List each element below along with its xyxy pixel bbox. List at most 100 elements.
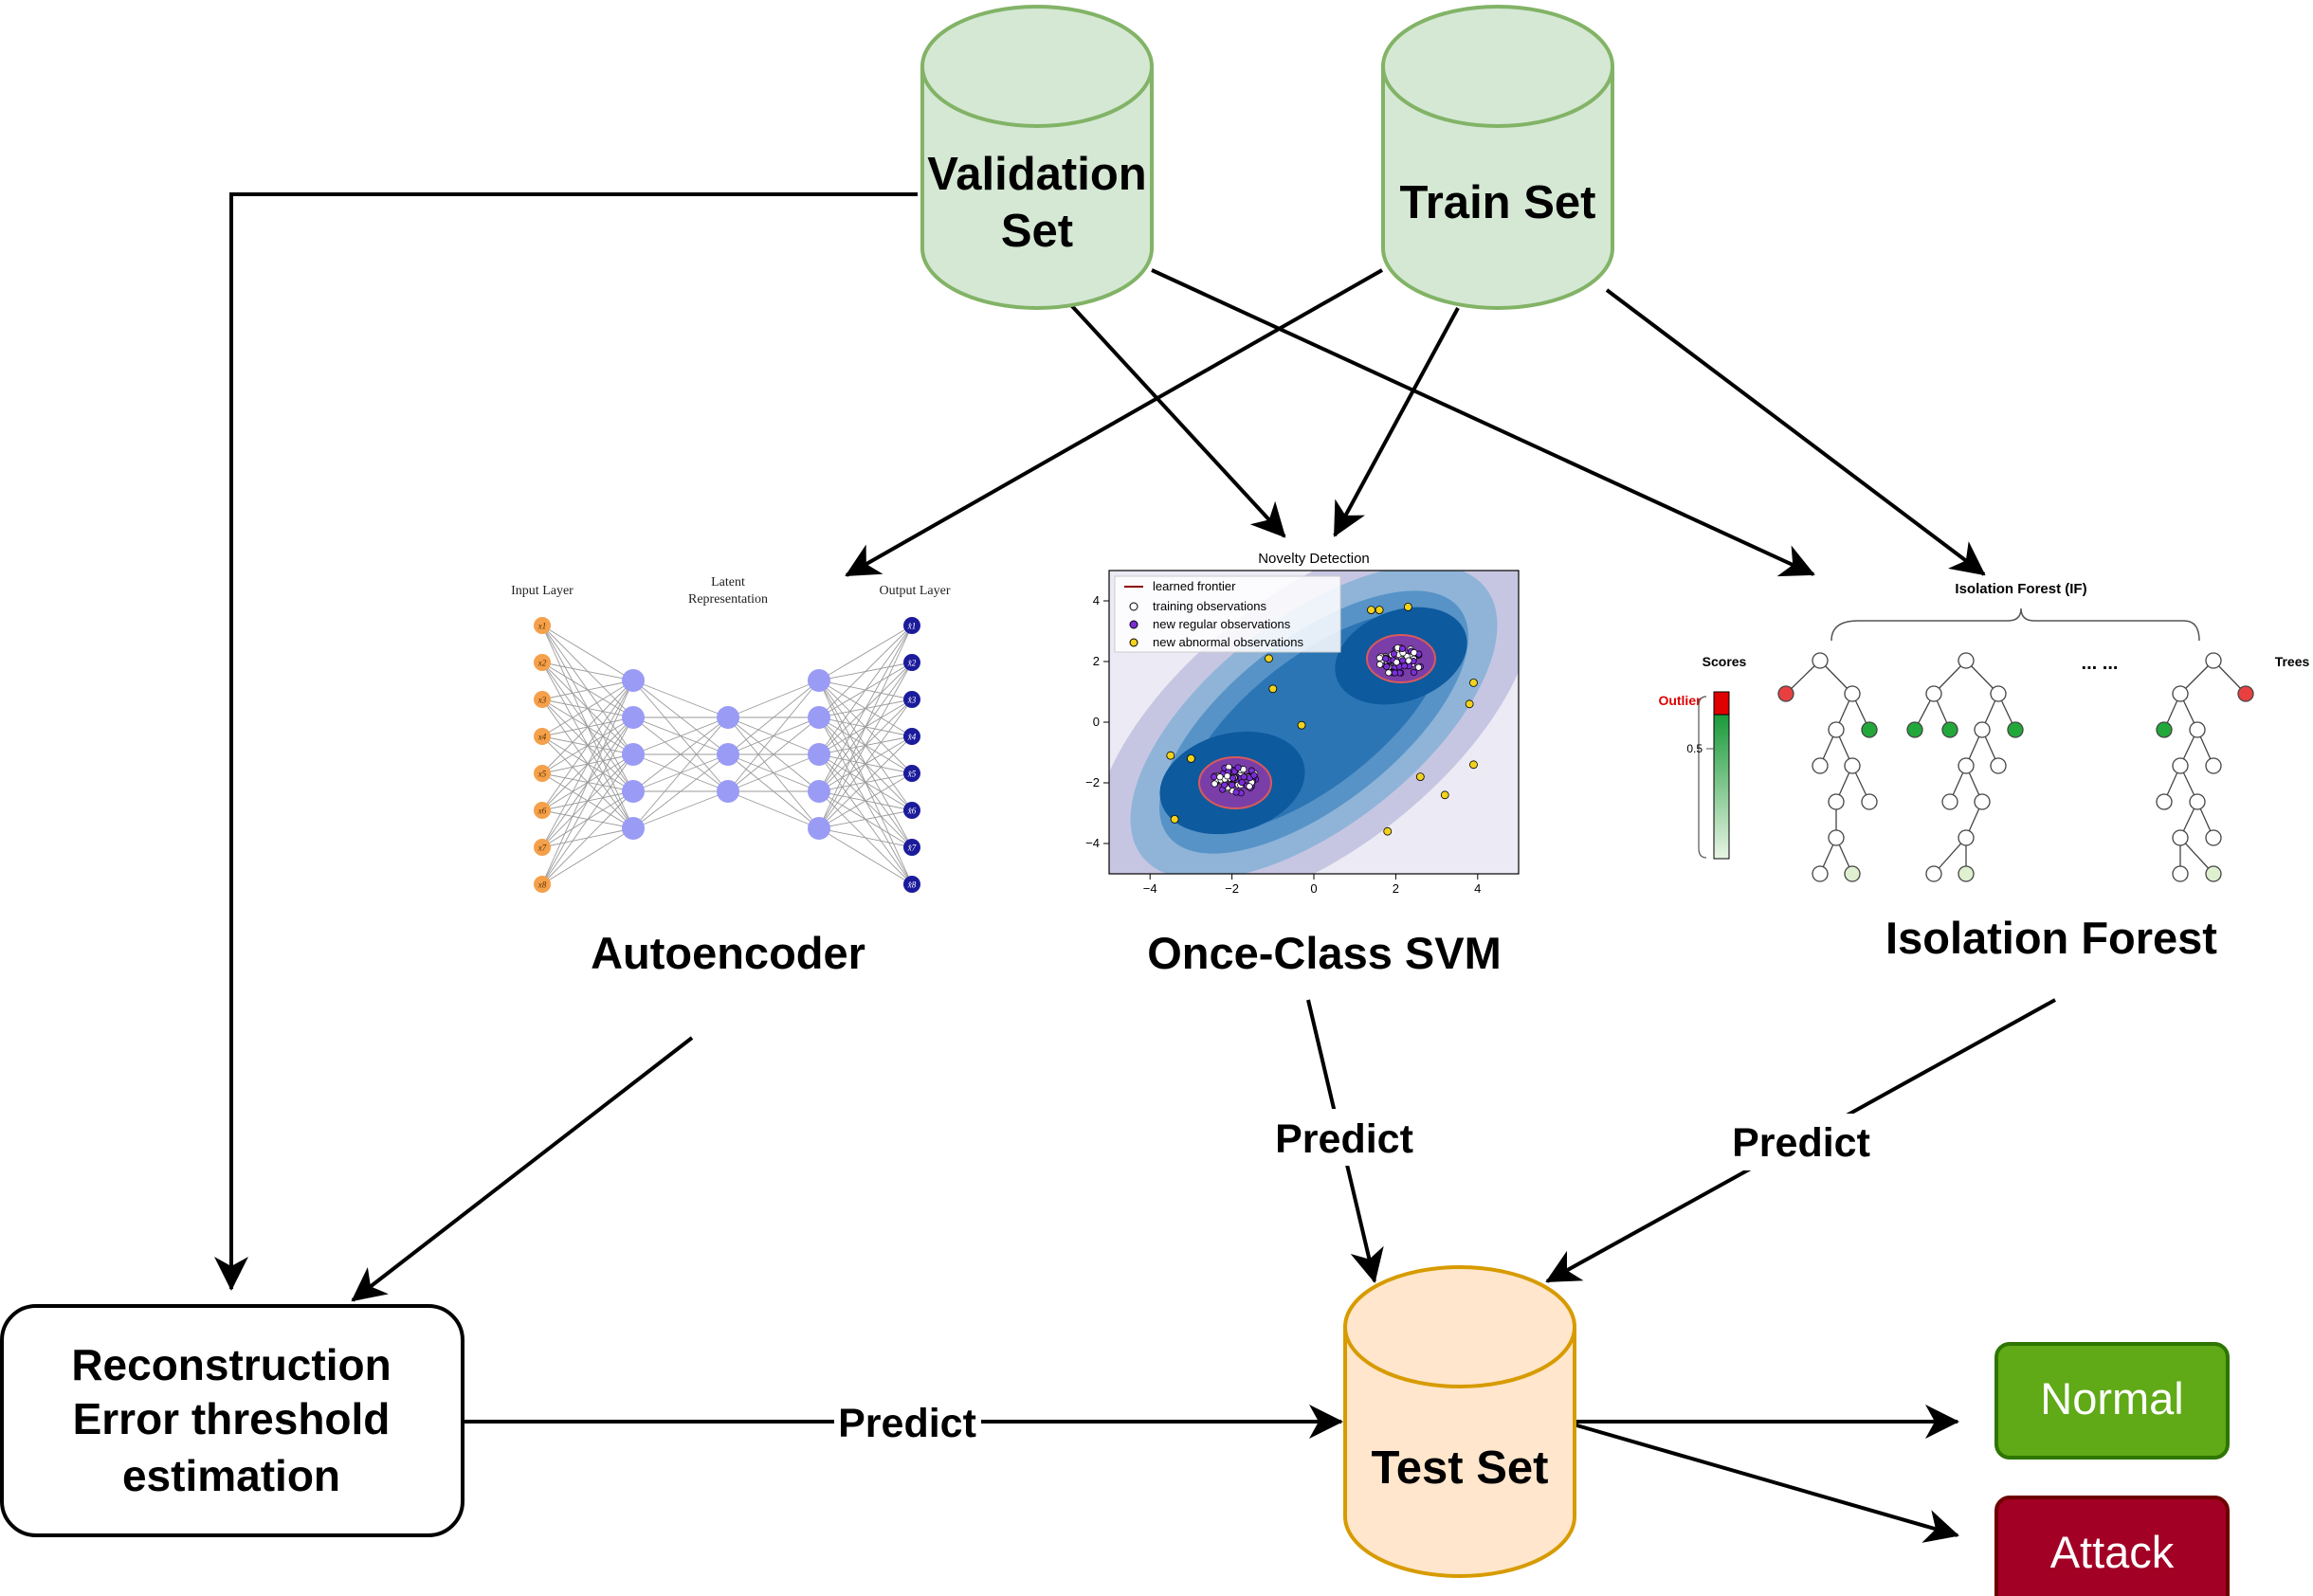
svm-x-tick: 0 — [1310, 881, 1317, 896]
normal-output-box[interactable]: Normal — [1994, 1342, 2230, 1460]
test-set-label: Test Set — [1372, 1442, 1549, 1494]
ae-node-label: x8 — [537, 880, 547, 890]
arrow-validation-to-ocsvm — [1069, 303, 1286, 538]
tree-node — [1990, 685, 2007, 702]
ae-node-label: x̂8 — [907, 880, 917, 890]
ae-edge — [541, 753, 634, 885]
svm-regular-point — [1398, 644, 1407, 653]
svm-regular-point — [1240, 773, 1248, 781]
svm-regular-point — [1229, 774, 1237, 782]
svm-regular-point — [1383, 662, 1391, 670]
ae-edge — [541, 625, 634, 681]
iforest-brace — [1830, 608, 2200, 642]
tree-node — [2205, 829, 2222, 846]
tree-node — [1828, 721, 1845, 738]
predict-if-bg — [1725, 1114, 1877, 1170]
ae-edge — [541, 680, 634, 737]
autoencoder-connections — [541, 625, 913, 885]
ae-edge — [727, 790, 820, 829]
ae-edge — [818, 809, 913, 829]
svm-abnormal-point — [1265, 654, 1273, 663]
threshold-label-line3: estimation — [122, 1451, 340, 1500]
autoencoder-network-figure: x1x2x3x4x5x6x7x8x̂1x̂2x̂3x̂4x̂5x̂6x̂7x̂8… — [511, 575, 951, 893]
tree-node — [2172, 685, 2189, 702]
tree-node — [1941, 793, 1958, 810]
train-set-cylinder[interactable]: Train Set — [1381, 5, 1614, 310]
ae-node — [622, 780, 645, 803]
test-set-cylinder[interactable]: Test Set — [1343, 1265, 1576, 1578]
threshold-estimation-box[interactable]: Reconstruction Error threshold estimatio… — [0, 1304, 464, 1537]
ae-edge — [818, 625, 913, 681]
tree-node — [1941, 721, 1958, 738]
svm-regular-point — [1211, 773, 1218, 781]
validation-set-cylinder[interactable]: Validation Set — [920, 5, 1154, 310]
svm-y-tick: 0 — [1093, 715, 1100, 729]
ae-latent-label-line2: Representation — [688, 592, 768, 607]
svm-training-point — [1375, 654, 1383, 662]
iforest-trees — [1777, 652, 2254, 882]
arrow-validation-to-iforest — [1151, 268, 1815, 577]
ocsvm-points — [1166, 603, 1478, 836]
score-bar-outlier — [1713, 691, 1730, 716]
attack-output-box[interactable]: Attack — [1994, 1496, 2230, 1596]
ae-edge — [541, 827, 634, 885]
ae-node-label: x7 — [537, 843, 547, 853]
svm-regular-point — [1382, 655, 1390, 662]
ae-node — [808, 780, 830, 803]
tree-node — [2205, 865, 2222, 882]
svm-abnormal-point — [1440, 790, 1449, 800]
ae-edge — [541, 716, 634, 885]
ae-node — [808, 743, 830, 766]
ae-node-label: x̂5 — [907, 770, 917, 779]
ae-edge — [632, 680, 729, 718]
normal-label: Normal — [2040, 1373, 2183, 1424]
arrow-validation-to-threshold — [214, 192, 918, 1291]
ae-node — [534, 876, 551, 893]
svm-regular-point — [1410, 668, 1417, 676]
arrow-train-to-ocsvm — [1333, 307, 1460, 537]
ae-latent-label-line1: Latent — [711, 575, 745, 589]
ae-edge — [727, 680, 820, 755]
tree-node — [2156, 793, 2173, 810]
ae-edge — [727, 680, 820, 792]
legend-new-abnormal: new abnormal observations — [1153, 635, 1303, 649]
tree-node — [1844, 685, 1861, 702]
svm-abnormal-point — [1297, 720, 1306, 730]
svm-abnormal-point — [1465, 699, 1474, 709]
svm-regular-point — [1399, 657, 1407, 664]
ae-edge — [541, 680, 634, 885]
ae-node — [622, 669, 645, 692]
ae-node — [534, 802, 551, 819]
ae-node — [903, 654, 920, 671]
ae-node-label: x6 — [537, 807, 547, 816]
ae-edge — [818, 827, 913, 848]
iforest-trees-label: Trees — [2275, 654, 2310, 669]
svm-training-point — [1246, 783, 1253, 790]
svm-abnormal-point — [1367, 606, 1375, 614]
tree-node — [1844, 865, 1861, 882]
ae-node — [717, 743, 739, 766]
svm-y-tick: 4 — [1093, 593, 1100, 608]
ae-node-label: x̂4 — [907, 733, 917, 742]
tree-node — [1844, 757, 1861, 774]
ae-node-label: x̂7 — [907, 843, 917, 853]
ocsvm-novelty-plot: Novelty Detection learned frontier train… — [1085, 551, 1520, 896]
ae-node — [808, 706, 830, 729]
isolation-forest-figure: Isolation Forest (IF) Scores Outlier 0.5… — [1658, 581, 2310, 882]
legend-training-observations: training observations — [1153, 599, 1266, 613]
ae-node — [622, 743, 645, 766]
ae-edge — [818, 625, 913, 718]
tree-node — [1812, 865, 1829, 882]
ae-node-label: x3 — [537, 696, 547, 705]
ae-node — [903, 728, 920, 745]
svm-abnormal-point — [1469, 679, 1478, 687]
tree-node — [2189, 721, 2206, 738]
ae-node — [534, 728, 551, 745]
ae-edge — [818, 625, 913, 755]
svm-y-tick: −4 — [1085, 836, 1100, 850]
svm-x-tick: 2 — [1393, 881, 1399, 896]
svm-training-point — [1393, 659, 1400, 666]
tree-node — [1958, 865, 1975, 882]
